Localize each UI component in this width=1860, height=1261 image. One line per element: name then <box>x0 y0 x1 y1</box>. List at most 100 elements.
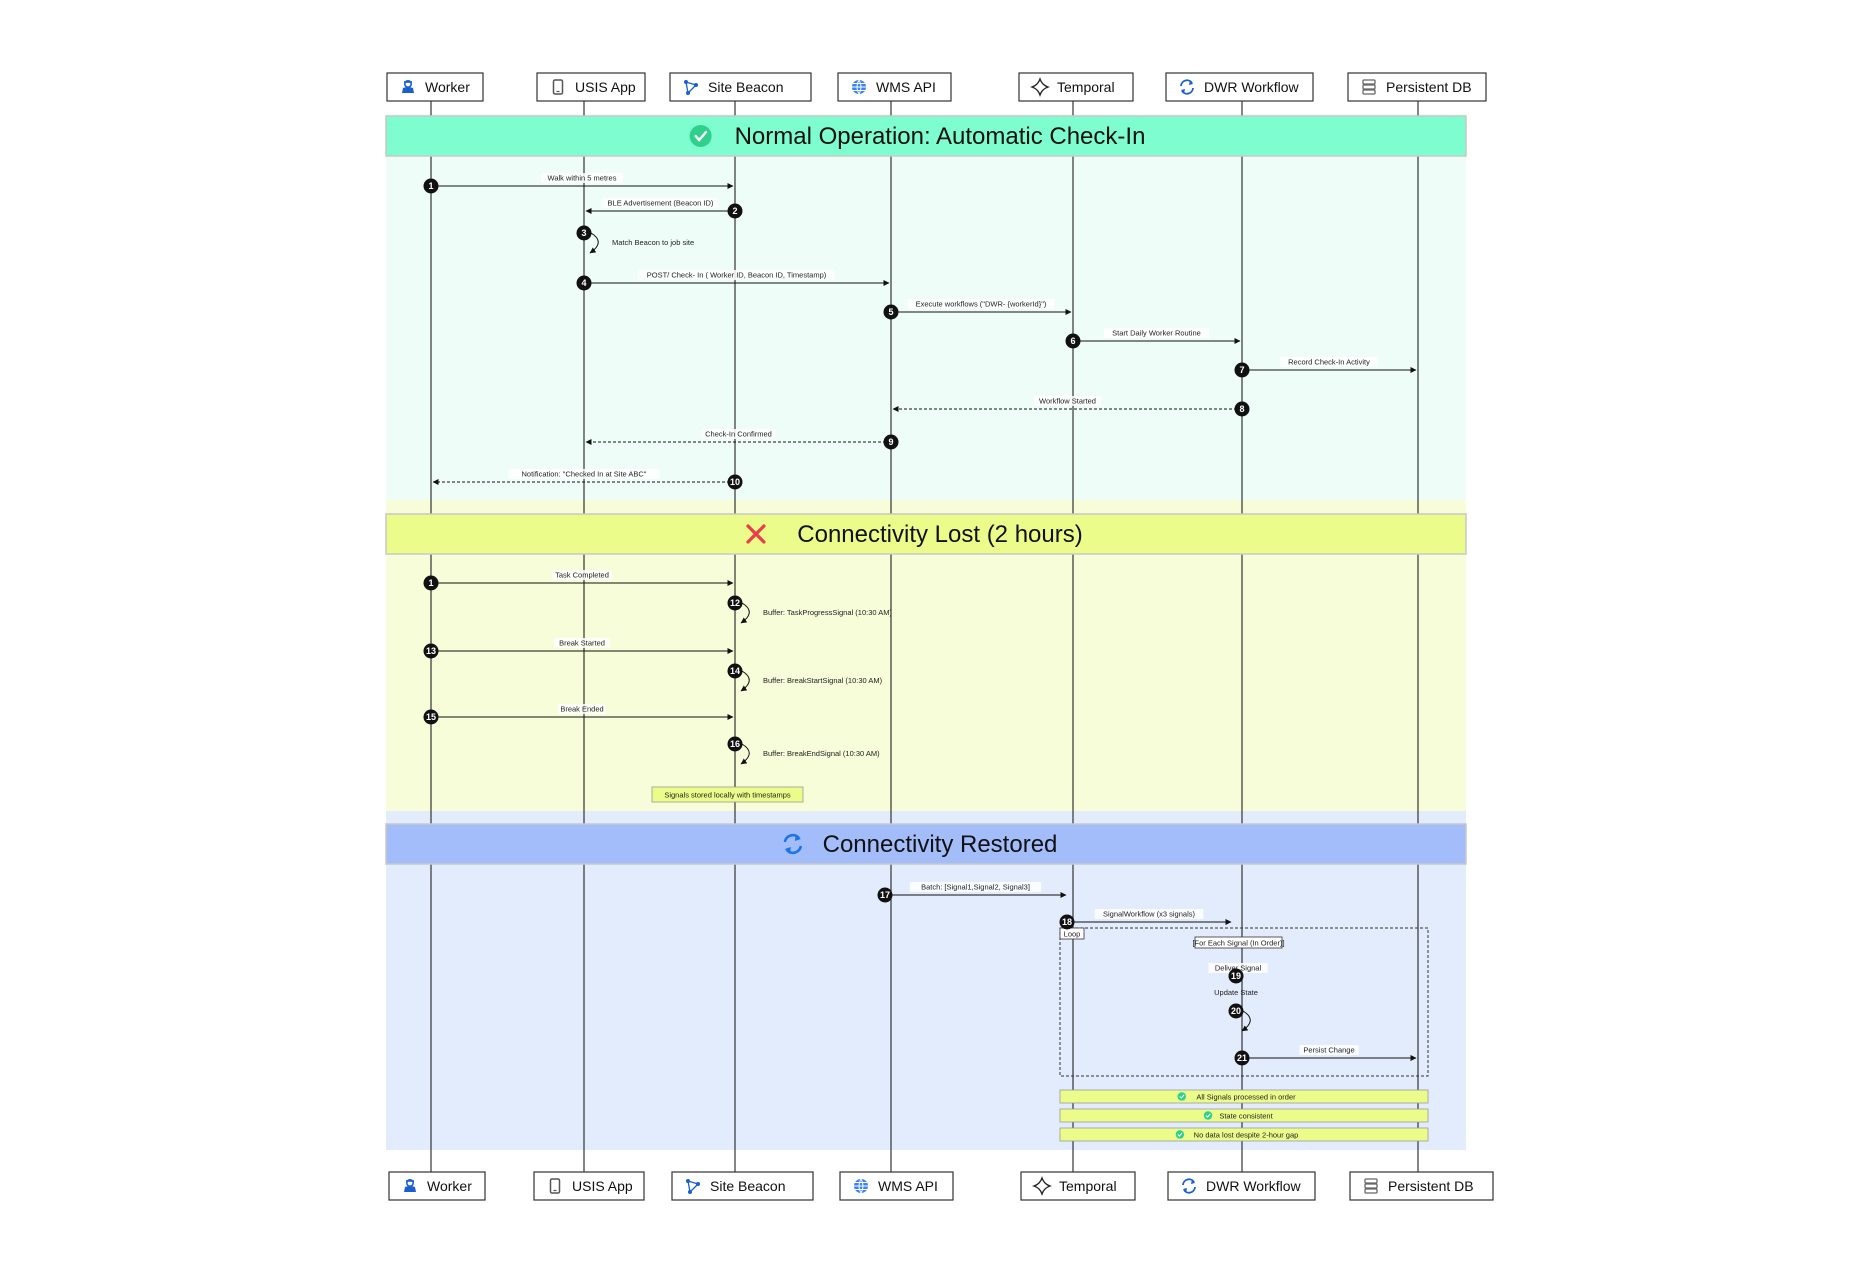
participant-bottom-wms: WMS API <box>839 1171 954 1201</box>
message-label: Break Ended <box>560 705 603 714</box>
message-label: Check-In Confirmed <box>705 430 772 439</box>
step-number: 16 <box>730 739 740 749</box>
self-message-arrow <box>740 602 750 624</box>
participant-label: Site Beacon <box>708 79 784 95</box>
step-marker <box>1065 333 1081 349</box>
message-label: BLE Advertisement (Beacon ID) <box>608 199 714 208</box>
step-marker <box>576 275 592 291</box>
message-label: Workflow Started <box>1039 397 1096 406</box>
step-marker <box>1234 401 1250 417</box>
step-number: 9 <box>888 437 893 447</box>
refresh-icon <box>1180 79 1194 95</box>
message-label: Buffer: BreakStartSignal (10:30 AM) <box>763 676 883 685</box>
participant-top-temporal: Temporal <box>1018 72 1134 102</box>
step-number: 2 <box>732 206 737 216</box>
message-label: Persist Change <box>1303 1046 1354 1055</box>
mobile-phone-icon <box>552 79 564 95</box>
beacon-network-icon <box>686 1179 700 1194</box>
result-note: All Signals processed in order <box>1059 1089 1429 1104</box>
participant-top-db: Persistent DB <box>1347 72 1487 102</box>
loop-frame: Loop[For Each Signal (In Order)] <box>1059 927 1429 1077</box>
step-marker <box>1228 968 1244 984</box>
self-message-arrow <box>740 743 750 765</box>
message-label: Match Beacon to job site <box>612 238 694 247</box>
participant-label: USIS App <box>572 1178 633 1194</box>
step-marker <box>727 203 743 219</box>
x-mark-icon <box>746 524 766 544</box>
step-number: 8 <box>1239 404 1244 414</box>
self-message-arrow <box>740 670 750 692</box>
globe-icon <box>852 79 866 95</box>
participant-label: WMS API <box>878 1178 938 1194</box>
step-number: 6 <box>1070 336 1075 346</box>
check-circle-icon <box>689 125 712 147</box>
message-18: SignalWorkflow (x3 signals)18 <box>1059 909 1232 930</box>
loop-condition: [For Each Signal (In Order)] <box>1192 939 1284 948</box>
participant-bottom-db: Persistent DB <box>1349 1171 1494 1201</box>
participant-label: DWR Workflow <box>1204 79 1300 95</box>
participant-label: Persistent DB <box>1388 1178 1474 1194</box>
message-label: Task Completed <box>555 571 609 580</box>
check-circle-icon <box>1177 1092 1186 1101</box>
refresh-icon <box>1182 1178 1196 1194</box>
step-marker <box>423 709 439 725</box>
step-marker <box>423 178 439 194</box>
participant-top-dwr: DWR Workflow <box>1165 72 1314 102</box>
step-marker <box>883 304 899 320</box>
participant-label: Persistent DB <box>1386 79 1472 95</box>
database-icon <box>1364 1178 1378 1194</box>
message-label: Break Started <box>559 639 605 648</box>
message-16: Buffer: BreakEndSignal (10:30 AM)16 <box>727 736 880 765</box>
participant-label: Worker <box>427 1178 472 1194</box>
message-label: SignalWorkflow (x3 signals) <box>1103 910 1195 919</box>
participant-top-worker: Worker <box>386 72 484 102</box>
message-8: Workflow Started 8 <box>892 396 1250 417</box>
step-marker <box>1234 1050 1250 1066</box>
step-number: 17 <box>880 890 890 900</box>
step-marker <box>1059 914 1075 930</box>
result-note-text: State consistent <box>1219 1111 1273 1120</box>
step-number: 3 <box>581 228 586 238</box>
step-marker <box>883 434 899 450</box>
participant-label: Temporal <box>1057 79 1115 95</box>
step-number: 10 <box>730 477 740 487</box>
message-label: Deliver Signal <box>1215 964 1262 973</box>
result-note-text: All Signals processed in order <box>1196 1092 1296 1101</box>
message-5: Execute workflows ("DWR- {workerId}")5 <box>883 299 1072 320</box>
check-circle-icon <box>1203 1111 1213 1120</box>
participant-bottom-dwr: DWR Workflow <box>1167 1171 1316 1201</box>
step-number: 4 <box>581 278 586 288</box>
globe-icon <box>854 1178 868 1194</box>
step-marker <box>727 474 743 490</box>
section-title: Connectivity Restored <box>823 831 1058 858</box>
result-note: No data lost despite 2-hour gap <box>1059 1127 1429 1142</box>
step-number: 5 <box>888 307 893 317</box>
participant-label: Worker <box>425 79 470 95</box>
beacon-network-icon <box>684 80 698 95</box>
worker-icon <box>404 1179 416 1192</box>
message-label: Walk within 5 metres <box>548 174 617 183</box>
message-label: Batch: [Signal1,Signal2, Signal3] <box>921 883 1030 892</box>
refresh-icon <box>783 833 803 855</box>
message-3: Match Beacon to job site 3 <box>576 225 694 254</box>
participant-label: Site Beacon <box>710 1178 786 1194</box>
message-label: Notification: "Checked In at Site ABC" <box>522 470 647 479</box>
message-11: Task Completed 1 <box>423 570 734 591</box>
message-10: Notification: "Checked In at Site ABC" 10 <box>432 469 743 490</box>
participant-top-wms: WMS API <box>837 72 952 102</box>
message-label: POST/ Check- In ( Worker ID, Beacon ID, … <box>647 271 827 280</box>
message-1: Walk within 5 metres 1 <box>423 173 734 194</box>
message-17: Batch: [Signal1,Signal2, Signal3] 17 <box>877 882 1067 903</box>
step-marker <box>877 887 893 903</box>
step-number: 1 <box>428 578 433 588</box>
participant-bottom-temporal: Temporal <box>1020 1171 1136 1201</box>
step-number: 1 <box>428 181 433 191</box>
section-title: Connectivity Lost (2 hours) <box>797 521 1082 548</box>
self-message-arrow <box>1241 1010 1251 1032</box>
